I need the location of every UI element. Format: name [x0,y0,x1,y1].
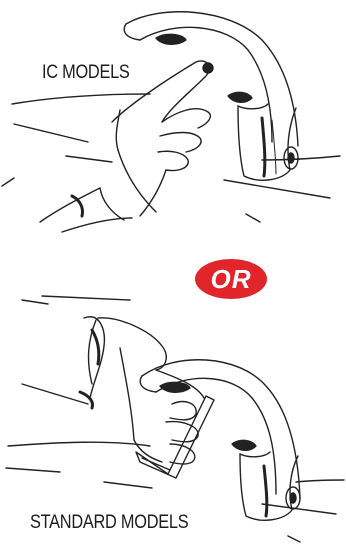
standard-models-label: STANDARD MODELS [30,512,188,534]
